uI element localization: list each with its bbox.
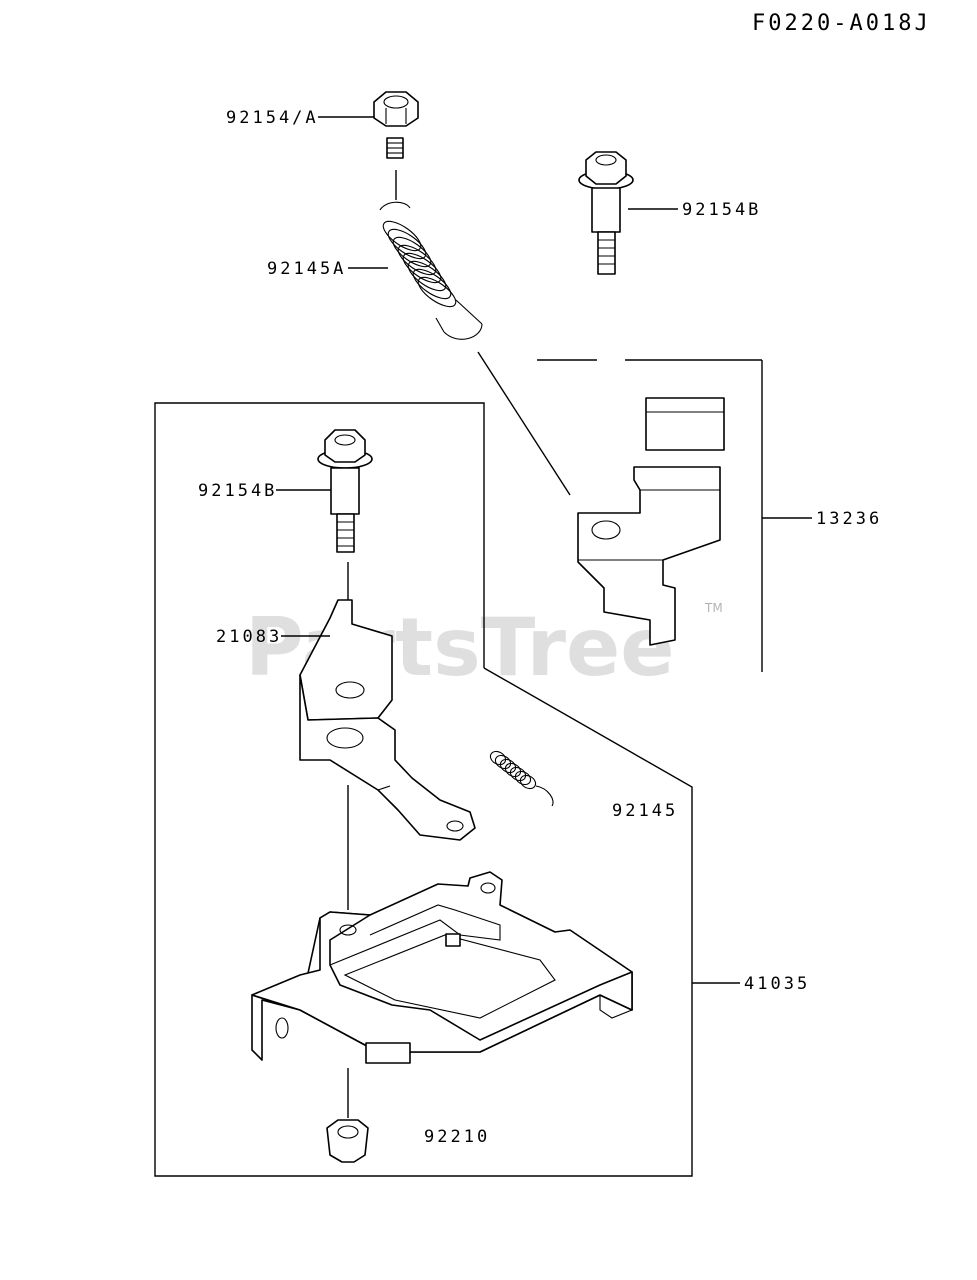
callout-92210[interactable]: 92210	[424, 1127, 490, 1147]
spring-92145a-part[interactable]	[379, 201, 483, 340]
bracket-13236-part[interactable]	[577, 397, 725, 646]
callout-92154b-inner[interactable]: 92154B	[198, 481, 277, 501]
callout-13236[interactable]: 13236	[816, 509, 882, 529]
group-frame	[154, 402, 693, 1177]
callout-92154b-top[interactable]: 92154B	[682, 200, 761, 220]
callout-92145[interactable]: 92145	[612, 801, 678, 821]
watermark-tm: TM	[704, 601, 723, 615]
callout-41035[interactable]: 41035	[744, 974, 810, 994]
nut-92210-part[interactable]	[326, 1119, 369, 1163]
bolt-92154a-part[interactable]	[373, 91, 419, 159]
spring-92145-part[interactable]	[488, 749, 554, 807]
bolt-92154b-top-part[interactable]	[578, 151, 634, 275]
plate-41035-part[interactable]	[251, 871, 633, 1064]
diagram-code: F0220-A018J	[752, 11, 931, 36]
callout-92145a[interactable]: 92145A	[267, 259, 346, 279]
leader-lines	[276, 116, 812, 984]
bracket-group-frame	[537, 359, 763, 672]
bolt-92154b-inner-part[interactable]	[317, 429, 373, 553]
callout-92154a[interactable]: 92154/A	[226, 108, 319, 128]
assembly-line	[477, 351, 571, 496]
callout-21083[interactable]: 21083	[216, 627, 282, 647]
lever-21083-part[interactable]	[299, 599, 476, 841]
